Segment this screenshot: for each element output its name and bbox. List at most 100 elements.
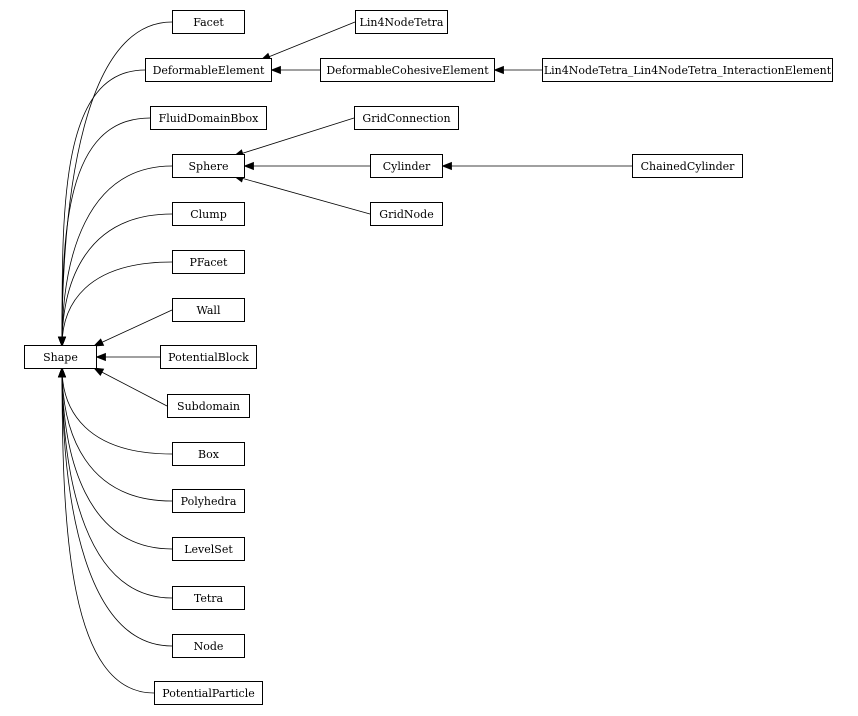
edge-line [61,117,151,347]
class-node-node[interactable]: Node [172,634,245,658]
class-node-box [167,394,250,418]
edge-deformable-cohesive-element-to-deformable-element [270,65,320,75]
class-node-box[interactable]: Box [172,442,245,466]
class-node-clump[interactable]: Clump [172,202,245,226]
edge-arrowhead [92,338,105,347]
class-node-label: Cylinder [383,160,431,173]
class-node-box [370,154,443,178]
edge-lin4-node-tetra-to-deformable-element [259,21,356,61]
edge-subdomain-to-shape [93,367,168,407]
edge-wall-to-shape [92,309,173,347]
class-node-lin4-node-tetra[interactable]: Lin4NodeTetra [355,10,448,34]
class-node-label: DeformableElement [153,64,265,77]
class-node-chained-cylinder[interactable]: ChainedCylinder [632,154,743,178]
class-node-box [172,202,245,226]
class-node-box [172,10,245,34]
class-node-label: GridNode [379,208,433,221]
class-node-deformable-element[interactable]: DeformableElement [145,58,272,82]
edge-chained-cylinder-to-cylinder [441,161,632,171]
class-node-sphere[interactable]: Sphere [172,154,245,178]
edge-arrowhead [270,65,281,75]
class-nodes: Shape FacetDeformableElementFluidDomainBb… [24,10,833,705]
edge-pfacet-to-shape [57,261,173,348]
class-node-label: Sphere [189,160,229,173]
edge-node-to-shape [57,366,173,647]
edge-line [233,117,355,157]
edge-potential-particle-to-shape [57,366,155,694]
edge-line [61,367,173,455]
edge-polyhedra-to-shape [57,366,173,502]
class-node-pfacet[interactable]: PFacet [172,250,245,274]
class-node-grid-node[interactable]: GridNode [370,202,443,226]
edge-grid-node-to-sphere [232,174,371,215]
edge-line [61,261,173,347]
edge-arrowhead [57,336,67,348]
edge-cylinder-to-sphere [243,161,370,171]
class-node-label: PotentialBlock [168,351,249,364]
class-node-box [172,442,245,466]
class-node-label: Subdomain [177,400,240,413]
class-node-box [172,154,245,178]
edge-line [61,367,173,502]
class-node-polyhedra[interactable]: Polyhedra [172,489,245,513]
class-node-deformable-cohesive-element[interactable]: DeformableCohesiveElement [320,58,495,82]
edge-arrowhead [95,352,106,362]
class-node-label: Lin4NodeTetra_Lin4NodeTetra_InteractionE… [544,64,832,77]
class-node-label: Box [198,448,220,461]
class-node-cylinder[interactable]: Cylinder [370,154,443,178]
class-node-box [172,298,245,322]
class-node-box [172,489,245,513]
edge-line [61,21,173,347]
class-node-lin4-interaction-element[interactable]: Lin4NodeTetra_Lin4NodeTetra_InteractionE… [542,58,833,82]
class-node-label: PotentialParticle [162,687,254,700]
edge-line [260,21,356,61]
edge-arrowhead [493,65,504,75]
edge-arrowhead [57,366,67,378]
class-node-shape[interactable]: Shape [24,345,97,369]
class-node-fluid-domain-bbox[interactable]: FluidDomainBbox [150,106,267,130]
class-node-tetra[interactable]: Tetra [172,586,245,610]
edge-line [61,165,173,347]
class-node-label: Clump [190,208,227,221]
edge-clump-to-shape [57,213,173,348]
class-node-label: PFacet [190,256,229,269]
class-node-box [320,58,495,82]
class-node-label: Wall [197,304,221,317]
class-node-potential-block[interactable]: PotentialBlock [160,345,257,369]
inheritance-edges [57,21,632,694]
class-node-grid-connection[interactable]: GridConnection [354,106,459,130]
class-node-label: Facet [193,16,224,29]
class-node-label: Lin4NodeTetra [360,16,444,29]
class-node-box [354,106,459,130]
edge-line [61,367,155,694]
edge-line [61,367,173,550]
class-node-label: Polyhedra [181,495,237,508]
edge-line [61,213,173,347]
edge-line [93,309,173,347]
edge-line [61,367,173,647]
class-node-box [150,106,267,130]
class-node-label: ChainedCylinder [641,160,736,173]
class-node-box [542,58,833,82]
edge-potential-block-to-shape [95,352,160,362]
class-node-subdomain[interactable]: Subdomain [167,394,250,418]
class-node-box [172,250,245,274]
class-node-box [154,681,263,705]
class-node-label: DeformableCohesiveElement [326,64,489,77]
class-node-box [370,202,443,226]
class-node-wall[interactable]: Wall [172,298,245,322]
class-node-level-set[interactable]: LevelSet [172,537,245,561]
edge-line [233,175,371,215]
class-node-potential-particle[interactable]: PotentialParticle [154,681,263,705]
edge-lin4-interaction-element-to-deformable-cohesive-element [493,65,542,75]
edge-arrowhead [441,161,452,171]
class-node-facet[interactable]: Facet [172,10,245,34]
class-node-box [632,154,743,178]
class-node-label: LevelSet [184,543,233,556]
edge-sphere-to-shape [57,165,173,348]
class-node-box [145,58,272,82]
class-node-label: Node [194,640,224,653]
edge-line [61,69,146,347]
class-node-label: Shape [43,351,78,364]
